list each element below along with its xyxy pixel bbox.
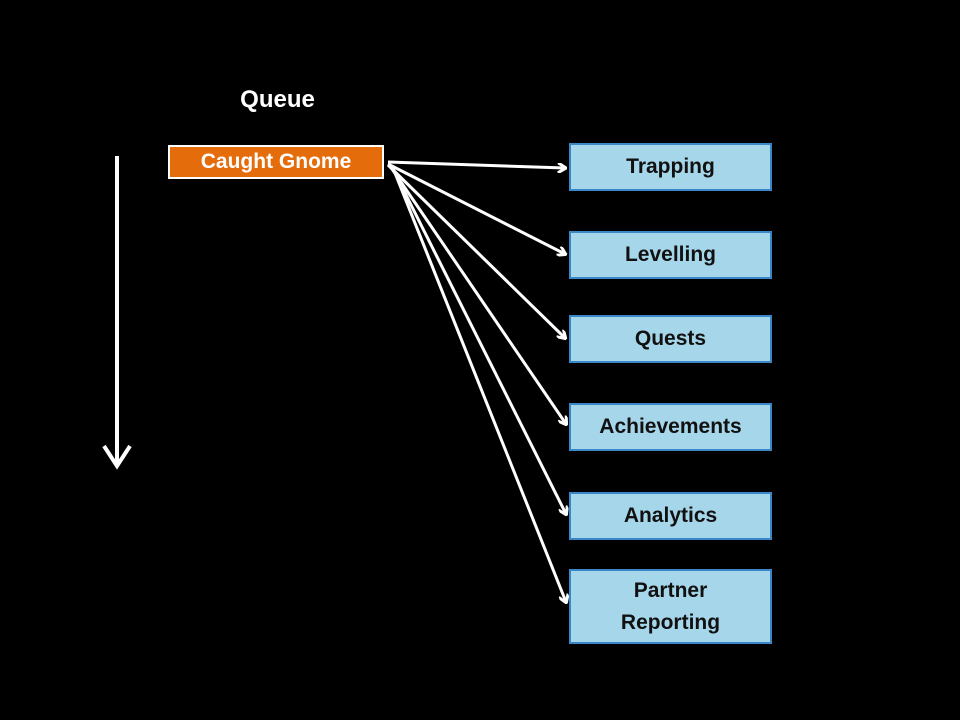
queue-flow-arrowhead bbox=[102, 444, 132, 470]
target-partner-reporting: Partner Reporting bbox=[569, 569, 772, 644]
arrow-to-partner-reporting bbox=[391, 167, 566, 602]
arrow-to-trapping bbox=[387, 160, 565, 168]
arrow-to-achievements bbox=[388, 165, 566, 424]
queue-title: Queue bbox=[240, 86, 315, 113]
target-levelling: Levelling bbox=[569, 231, 772, 279]
arrow-to-analytics bbox=[390, 166, 566, 514]
target-analytics: Analytics bbox=[569, 492, 772, 540]
target-quests: Quests bbox=[569, 315, 772, 363]
arrow-to-levelling bbox=[387, 162, 565, 254]
target-achievements: Achievements bbox=[569, 403, 772, 451]
arrow-to-quests bbox=[386, 163, 565, 338]
target-trapping: Trapping bbox=[569, 143, 772, 191]
caught-gnome-box: Caught Gnome bbox=[168, 145, 384, 179]
